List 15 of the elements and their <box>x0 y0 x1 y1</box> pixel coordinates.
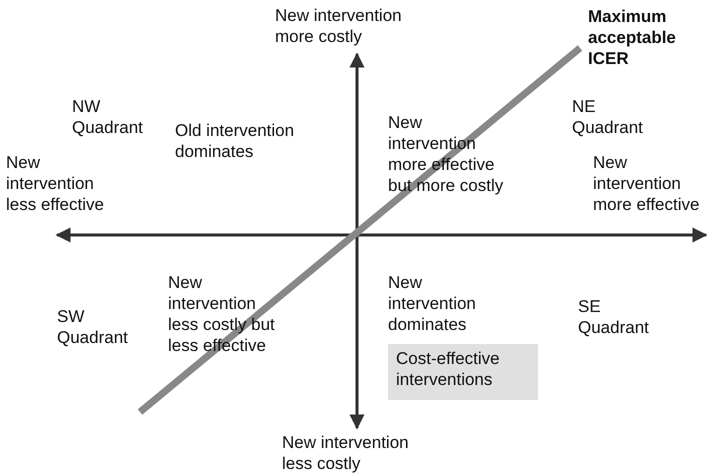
quadrant-label: SW Quadrant <box>57 306 129 348</box>
box-text: Cost-effective interventions <box>396 349 500 389</box>
quadrant-label: SE Quadrant <box>578 296 650 338</box>
quadrant-description: New intervention more effective but more costly <box>388 112 504 196</box>
axis-label: New intervention less effective <box>6 152 105 215</box>
quadrant-label: NW Quadrant <box>72 96 144 138</box>
quadrant-description: New intervention less costly but less effective <box>168 272 276 356</box>
highlight-box <box>388 344 538 400</box>
axis-label: New intervention more costly <box>275 5 403 47</box>
axis-label: New intervention less costly <box>282 432 410 474</box>
axis-label: New intervention more effective <box>593 152 700 215</box>
quadrant-description: New intervention dominates <box>388 272 477 335</box>
threshold-label: Maximum acceptable ICER <box>588 6 677 69</box>
quadrant-description: Old intervention dominates <box>175 120 296 162</box>
quadrant-label: NE Quadrant <box>572 96 644 138</box>
